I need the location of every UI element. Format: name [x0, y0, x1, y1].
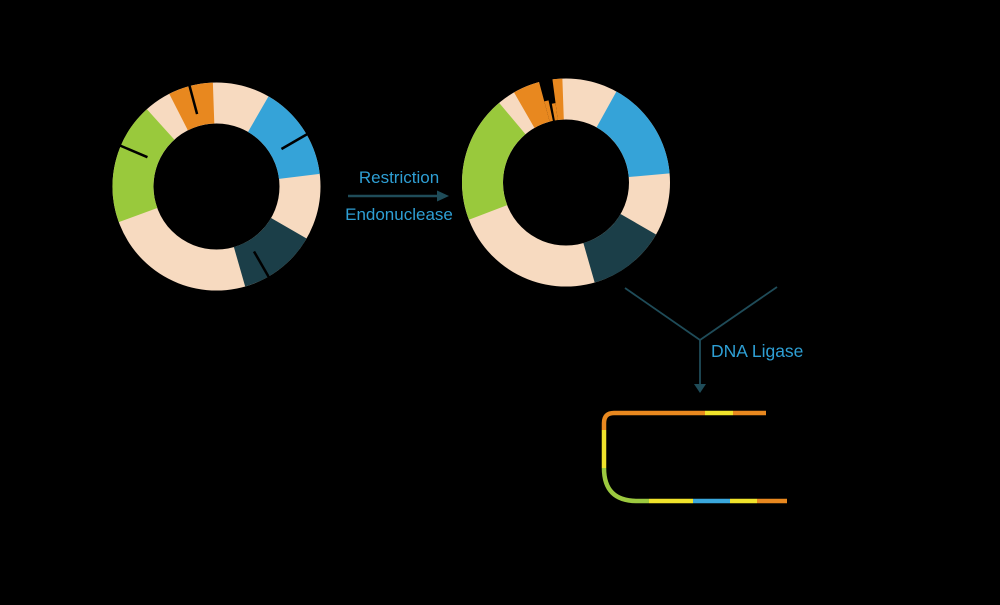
- plasmid-cut-segment-orange: [514, 78, 565, 129]
- plasmid-intact-segment-green: [112, 109, 175, 223]
- plasmid-intact-restriction-site-tick: [187, 83, 199, 115]
- ligase-arrow-head: [694, 384, 706, 393]
- restriction-arrow-head: [437, 190, 449, 202]
- plasmid-cut-segment-blue: [595, 91, 670, 178]
- restriction-endonuclease-label-line1: Restriction: [358, 168, 440, 187]
- plasmid-cut-segment-teal: [582, 213, 657, 283]
- plasmid-intact-restriction-site-tick: [280, 132, 310, 151]
- ligase-branch-line-1: [624, 287, 701, 341]
- plasmid-cut-sticky-end: [544, 100, 553, 122]
- plasmid-intact-segment-teal: [233, 217, 307, 287]
- ligated-dna-segment-3-orange: [601, 410, 705, 430]
- ligase-branch-line-2: [699, 286, 778, 341]
- plasmid-intact-restriction-site-tick: [117, 143, 148, 159]
- dna-ligase-label: DNA Ligase: [711, 341, 804, 361]
- restriction-endonuclease-label-line2: Endonuclease: [345, 205, 453, 224]
- ligated-dna-segment-5-frag_green: [601, 467, 649, 504]
- plasmid-intact-segment-blue: [247, 96, 320, 180]
- plasmid-intact-restriction-site-tick: [252, 250, 271, 280]
- plasmid-cut-segment-green: [462, 102, 527, 220]
- plasmid-cut-sticky-end: [551, 103, 558, 121]
